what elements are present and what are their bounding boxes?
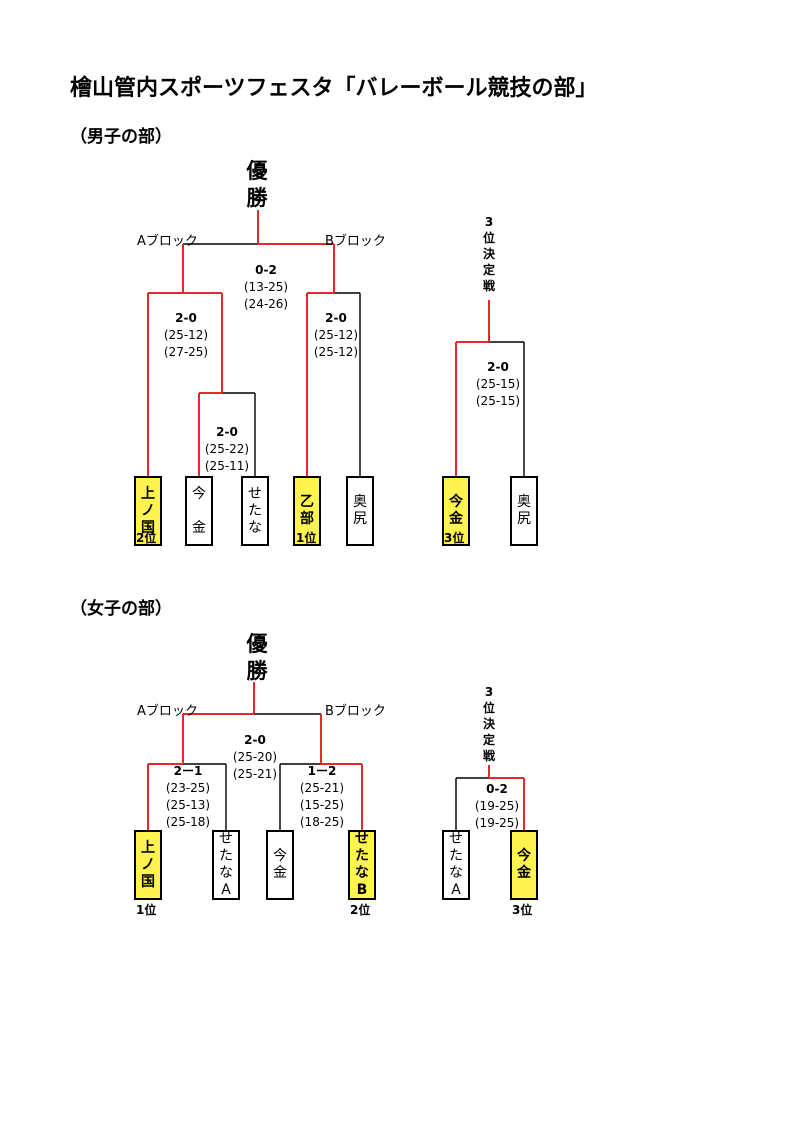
women-third-result: 0-2 (486, 782, 508, 796)
men-b-semi-score: 2-0 (25-12) (25-12) (296, 310, 376, 361)
women-b-semi-score: 1ー2 (25-21) (15-25) (18-25) (282, 763, 362, 831)
page-title: 檜山管内スポーツフェスタ「バレーボール競技の部」 (70, 76, 598, 101)
women-final-set2: (25-21) (232, 767, 278, 781)
women-a-semi-result: 2ー1 (173, 764, 203, 778)
men-rank-second: 2位 (136, 531, 157, 545)
women-rank-first: 1位 (136, 903, 157, 917)
men-champion-label: 優 勝 (246, 159, 268, 210)
women-final-set1: (25-20) (232, 750, 278, 764)
men-team-setana: せ た な (241, 476, 269, 546)
women-a-semi-set3: (25-18) (165, 815, 211, 829)
women-champion-label: 優 勝 (246, 632, 268, 683)
men-third-place-label: 3 位 決 定 戦 (482, 215, 495, 293)
men-a-semi-result: 2-0 (175, 311, 197, 325)
women-third-set2: (19-25) (474, 816, 520, 830)
men-a-semi-set2: (27-25) (163, 345, 209, 359)
men-a-first-set1: (25-22) (204, 442, 250, 456)
women-team-imakane: 今 金 (266, 830, 294, 900)
men-a-first-set2: (25-11) (204, 459, 250, 473)
women-b-semi-set1: (25-21) (299, 781, 345, 795)
women-third-place-label: 3 位 決 定 戦 (482, 685, 495, 763)
men-third-team-okushiri: 奥 尻 (510, 476, 538, 546)
men-third-set1: (25-15) (475, 377, 521, 391)
men-block-b-label: Bブロック (325, 234, 386, 249)
women-third-set1: (19-25) (474, 799, 520, 813)
women-b-semi-set2: (15-25) (299, 798, 345, 812)
men-third-result: 2-0 (487, 360, 509, 374)
women-third-score: 0-2 (19-25) (19-25) (457, 781, 537, 832)
women-third-team-setana-a: せ た な A (442, 830, 470, 900)
men-team-kaminokuni: 上 ノ 国 (134, 476, 162, 546)
men-final-set2: (24-26) (243, 297, 289, 311)
men-b-semi-result: 2-0 (325, 311, 347, 325)
women-team-kaminokuni: 上 ノ 国 (134, 830, 162, 900)
women-final-result: 2-0 (244, 733, 266, 747)
men-section-title: （男子の部） (70, 127, 172, 147)
men-b-semi-set2: (25-12) (313, 345, 359, 359)
women-b-semi-set3: (18-25) (299, 815, 345, 829)
men-team-otobe: 乙 部 (293, 476, 321, 546)
women-final-score: 2-0 (25-20) (25-21) (215, 732, 295, 783)
women-a-semi-set2: (25-13) (165, 798, 211, 812)
men-b-semi-set1: (25-12) (313, 328, 359, 342)
women-a-semi-score: 2ー1 (23-25) (25-13) (25-18) (148, 763, 228, 831)
men-a-first-result: 2-0 (216, 425, 238, 439)
women-section-title: （女子の部） (70, 599, 172, 619)
men-team-imakane: 今 金 (185, 476, 213, 546)
men-team-okushiri: 奥 尻 (346, 476, 374, 546)
women-team-setana-a: せ た な A (212, 830, 240, 900)
women-block-b-label: Bブロック (325, 704, 386, 719)
men-rank-third: 3位 (444, 531, 465, 545)
women-a-semi-set1: (23-25) (165, 781, 211, 795)
men-a-semi-score: 2-0 (25-12) (27-25) (146, 310, 226, 361)
women-team-setana-b: せ た な B (348, 830, 376, 900)
men-final-score: 0-2 (13-25) (24-26) (226, 262, 306, 313)
women-b-semi-result: 1ー2 (307, 764, 337, 778)
women-block-a-label: Aブロック (137, 704, 198, 719)
men-third-team-imakane: 今 金 (442, 476, 470, 546)
women-third-team-imakane: 今 金 (510, 830, 538, 900)
women-rank-second: 2位 (350, 903, 371, 917)
men-third-set2: (25-15) (475, 394, 521, 408)
men-block-a-label: Aブロック (137, 234, 198, 249)
women-rank-third: 3位 (512, 903, 533, 917)
men-rank-first: 1位 (296, 531, 317, 545)
men-final-result: 0-2 (255, 263, 277, 277)
men-a-semi-set1: (25-12) (163, 328, 209, 342)
men-a-first-score: 2-0 (25-22) (25-11) (187, 424, 267, 475)
men-third-score: 2-0 (25-15) (25-15) (458, 359, 538, 410)
men-final-set1: (13-25) (243, 280, 289, 294)
